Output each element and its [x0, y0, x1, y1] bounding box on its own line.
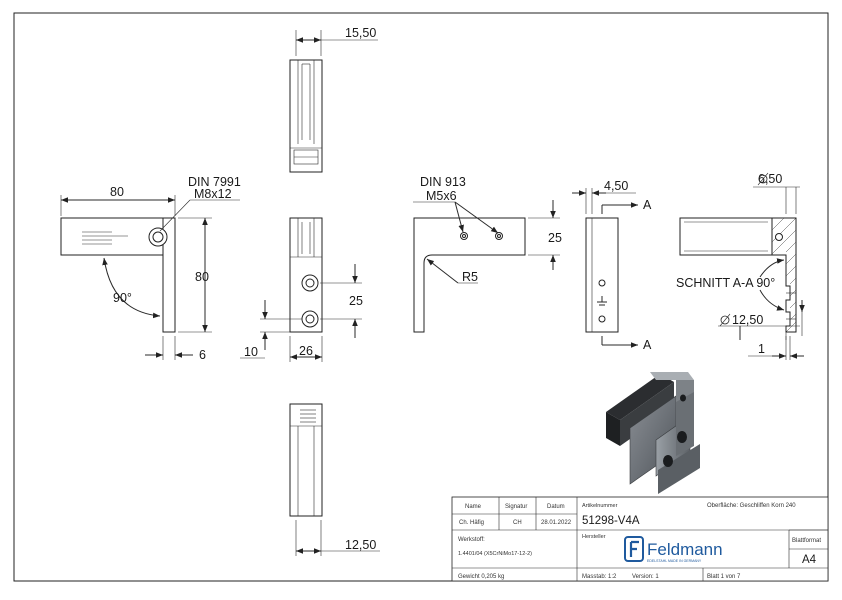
tb-col-datum: Datum	[547, 504, 565, 510]
tb-blattformat-value: A4	[802, 554, 817, 566]
tb-version: Version: 1	[632, 574, 659, 580]
section-marker-top: A	[643, 198, 652, 212]
tb-col-signatur: Signatur	[505, 504, 527, 510]
section-view: 6,50 SCHNITT A-A 90° 12,50 1	[676, 172, 805, 360]
dim-side-thickness: 6	[199, 348, 206, 362]
dim-front-edge: 10	[244, 345, 258, 359]
dim-side-width: 80	[110, 185, 124, 199]
dim-rear-width: 4,50	[604, 179, 628, 193]
title-block: Name Signatur Datum Ch. Häfig CH 28.01.2…	[451, 496, 829, 582]
tb-col-name: Name	[465, 504, 482, 510]
tb-row-datum: 28.01.2022	[541, 520, 572, 526]
iso-render	[606, 372, 700, 494]
din-913-size: M5x6	[426, 189, 457, 203]
tb-werkstoff-label: Werkstoff:	[458, 537, 485, 543]
dim-section-dia-top: 6,50	[758, 172, 782, 186]
angle-side: 90°	[113, 291, 132, 305]
side-view: 80 DIN 7991 M8x12 80 90° 6	[60, 175, 241, 362]
tb-artikel-label: Artikelnummer	[582, 503, 618, 509]
din-913-title: DIN 913	[420, 175, 466, 189]
rear-view: 4,50 A A	[572, 179, 652, 352]
tb-hersteller-label: Hersteller	[582, 534, 606, 540]
tb-massstab: Masstab: 1:2	[582, 574, 617, 580]
profile-view: DIN 913 M5x6 25 R5	[413, 175, 562, 333]
dim-side-height: 80	[195, 270, 209, 284]
dim-bottom-width: 12,50	[345, 538, 376, 552]
dim-profile-radius: R5	[462, 270, 478, 284]
tb-oberflaeche: Oberfläche: Geschliffen Korn 240	[707, 503, 796, 509]
tb-row-name: Ch. Häfig	[459, 520, 484, 526]
dim-section-dia-bottom: 12,50	[732, 313, 763, 327]
front-view: 25 10 26	[240, 217, 363, 362]
tb-row-signatur: CH	[513, 520, 522, 526]
dim-section-small: 1	[758, 342, 765, 356]
tb-gewicht: Gewicht 0,205 kg	[458, 574, 504, 580]
din-7991-size: M8x12	[194, 187, 232, 201]
dim-profile-height: 25	[548, 231, 562, 245]
dim-top-width: 15,50	[345, 26, 376, 40]
tb-artikel-value: 51298-V4A	[582, 515, 640, 527]
brand-name: Feldmann	[647, 540, 723, 559]
din-7991-title: DIN 7991	[188, 175, 241, 189]
dim-front-hole-spacing: 25	[349, 294, 363, 308]
sheet-border	[13, 12, 829, 582]
top-view: 15,50	[289, 26, 378, 173]
section-label: SCHNITT A-A 90°	[676, 276, 775, 290]
tb-werkstoff-value: 1.4401/04 (X5CrNiMo17-12-2)	[458, 551, 532, 557]
section-marker-bottom: A	[643, 338, 652, 352]
brand-tagline: EDELSTAHL MADE IN GERMANY	[647, 559, 702, 563]
bottom-view: 12,50	[289, 403, 380, 556]
feldmann-logo: Feldmann EDELSTAHL MADE IN GERMANY	[624, 536, 723, 563]
tb-blatt: Blatt 1 von 7	[707, 574, 741, 580]
dim-front-width: 26	[299, 344, 313, 358]
tb-blattformat-label: Blattformat	[792, 538, 821, 544]
